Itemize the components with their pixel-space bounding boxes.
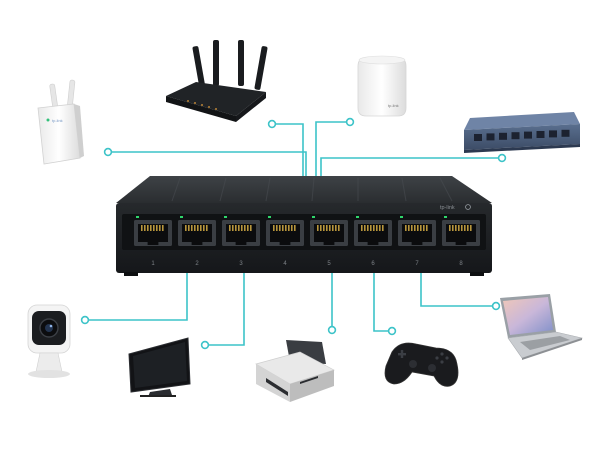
dot-camera: [80, 315, 90, 325]
small-switch-port: [474, 134, 482, 141]
gamepad-icon: [384, 342, 459, 387]
switch-icon: [464, 112, 580, 153]
small-switch-port: [536, 131, 545, 138]
rj45-port-2[interactable]: [178, 216, 216, 246]
switch-brand-label: tp-link: [440, 205, 455, 211]
port-number-4: 4: [283, 261, 287, 267]
small-switch-port: [486, 133, 495, 141]
connection-lines: [85, 121, 502, 346]
mesh-wifi-icon: tp-link: [357, 55, 407, 117]
dot-laptop: [491, 301, 501, 311]
main-switch: tp-link 1 2 3 4 5 6 7 8: [116, 176, 492, 276]
link-switch: [320, 157, 502, 182]
rj45-port-8[interactable]: [442, 216, 480, 246]
link-mesh: [315, 121, 350, 182]
link-controller: [373, 272, 392, 332]
rj45-port-5[interactable]: [310, 216, 348, 246]
rj45-port-4[interactable]: [266, 216, 304, 246]
port-led-4: [268, 216, 271, 218]
dot-switch: [497, 153, 507, 163]
port-led-8: [444, 216, 447, 218]
svg-text:tp-link: tp-link: [52, 118, 63, 123]
small-switch-port: [524, 131, 532, 139]
port-led-7: [400, 216, 403, 218]
port-led-6: [356, 216, 359, 218]
dot-mesh: [345, 117, 355, 127]
small-switch-port: [549, 130, 557, 138]
port-led-1: [136, 216, 139, 218]
small-switch-port: [511, 132, 520, 140]
link-camera: [85, 272, 188, 321]
rj45-port-3[interactable]: [222, 216, 260, 246]
rj45-port-1[interactable]: [134, 216, 172, 246]
dot-printer: [327, 325, 337, 335]
port-number-5: 5: [327, 261, 331, 267]
port-number-7: 7: [415, 261, 419, 267]
small-switch-port: [499, 132, 507, 140]
switch-ports: [134, 216, 480, 246]
port-number-6: 6: [371, 261, 375, 267]
link-router: [272, 123, 304, 182]
port-number-2: 2: [195, 261, 199, 267]
port-led-2: [180, 216, 183, 218]
link-range-extender: [108, 151, 307, 182]
port-numbers: 1 2 3 4 5 6 7 8: [151, 261, 463, 267]
rj45-port-6[interactable]: [354, 216, 392, 246]
dot-controller: [387, 326, 397, 336]
svg-text:tp-link: tp-link: [388, 103, 399, 108]
port-led-5: [312, 216, 315, 218]
link-tv: [205, 272, 245, 346]
rj45-port-7[interactable]: [398, 216, 436, 246]
range-extender-icon: tp-link: [37, 79, 84, 165]
link-laptop: [420, 272, 496, 307]
dot-tv: [200, 340, 210, 350]
power-icon: [465, 204, 471, 210]
laptop-icon: [500, 294, 584, 360]
port-number-8: 8: [459, 261, 463, 267]
connection-dots: [80, 117, 507, 350]
router-icon: [166, 40, 268, 122]
tv-icon: [128, 337, 191, 397]
dot-router: [267, 119, 277, 129]
small-switch-port: [561, 129, 570, 137]
port-led-3: [224, 216, 227, 218]
printer-icon: [255, 340, 335, 402]
port-number-3: 3: [239, 261, 243, 267]
port-number-1: 1: [151, 261, 155, 267]
dot-range-extender: [103, 147, 113, 157]
camera-icon: [27, 304, 71, 378]
switch-top: [116, 176, 492, 203]
